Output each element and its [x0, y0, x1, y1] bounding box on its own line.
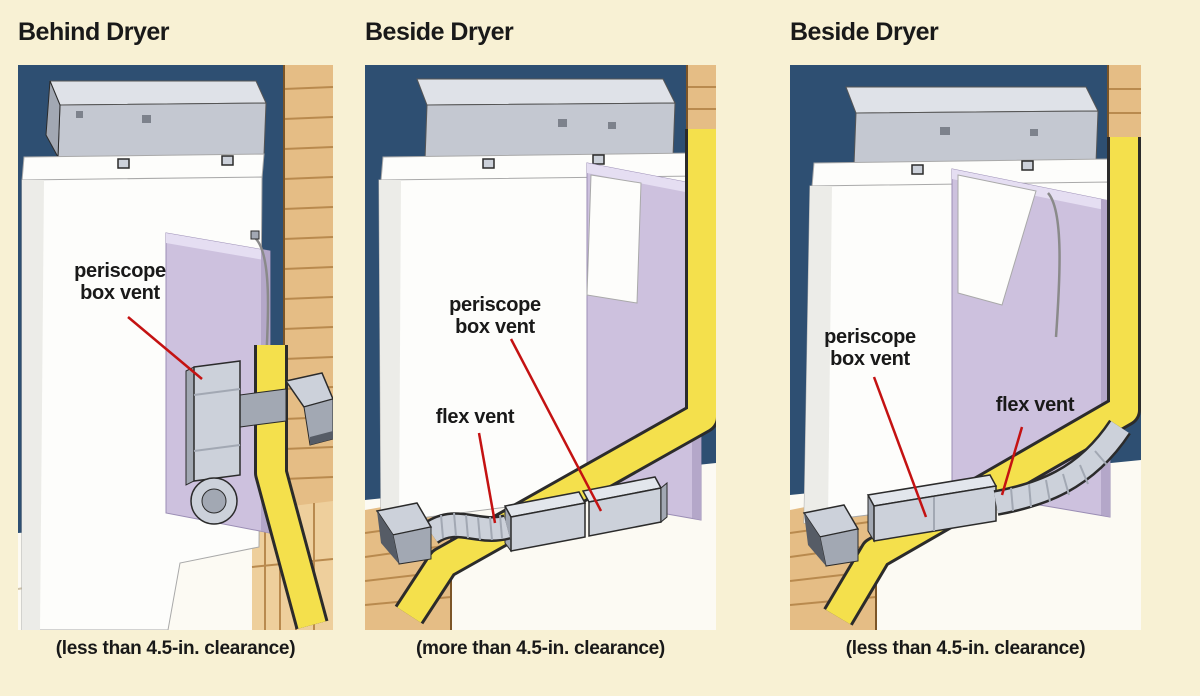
label-line: periscope — [449, 294, 541, 316]
leader-line-periscope — [872, 376, 928, 518]
leader-line-flex — [477, 432, 497, 524]
label-line: box vent — [455, 315, 535, 338]
wall-insulation — [254, 345, 329, 630]
label-line: periscope — [74, 260, 166, 282]
clearance-caption: (less than 4.5-in. clearance) — [845, 638, 1086, 659]
periscope-box-vent — [185, 360, 287, 525]
power-cord — [1047, 192, 1061, 338]
exterior-vent-hood — [284, 372, 333, 446]
panel-title: Beside Dryer — [365, 18, 514, 46]
label-line: periscope — [824, 326, 916, 348]
exterior-vent-hood — [375, 502, 433, 565]
leader-line-flex — [1000, 426, 1024, 496]
wall-insulation — [823, 137, 1141, 626]
wall-insulation — [394, 129, 716, 625]
label-periscope-box-vent: periscope box vent — [20, 260, 220, 304]
illustration-beside-dryer-flex: periscope box vent flex vent — [365, 65, 716, 630]
label-line: box vent — [80, 281, 160, 304]
clearance-caption: (more than 4.5-in. clearance) — [416, 638, 665, 659]
top-plate-lumber — [686, 65, 716, 129]
label-periscope-box-vent: periscope box vent — [395, 294, 595, 338]
illustration-beside-dryer-compact: periscope box vent flex vent — [790, 65, 1141, 630]
top-plate-lumber — [1107, 65, 1141, 137]
exterior-vent-hood — [802, 504, 860, 567]
label-flex-vent: flex vent — [435, 406, 515, 428]
periscope-box-vent — [866, 474, 998, 543]
exterior-siding — [283, 65, 333, 523]
panel-behind-dryer: Behind Dryer — [18, 0, 333, 696]
leader-line-periscope — [127, 316, 203, 380]
panel-beside-dryer-compact: Beside Dryer — [790, 0, 1141, 696]
panel-title: Beside Dryer — [790, 18, 939, 46]
label-flex-vent: flex vent — [995, 394, 1075, 416]
label-line: box vent — [830, 347, 910, 370]
flex-vent — [423, 512, 511, 545]
illustration-behind-dryer: periscope box vent — [18, 65, 333, 630]
flex-vent — [993, 419, 1131, 516]
label-periscope-box-vent: periscope box vent — [790, 326, 950, 370]
leader-line-periscope — [509, 338, 603, 512]
panel-beside-dryer-flex: Beside Dryer — [365, 0, 716, 696]
panel-title: Behind Dryer — [18, 18, 169, 46]
clearance-caption: (less than 4.5-in. clearance) — [55, 638, 296, 659]
